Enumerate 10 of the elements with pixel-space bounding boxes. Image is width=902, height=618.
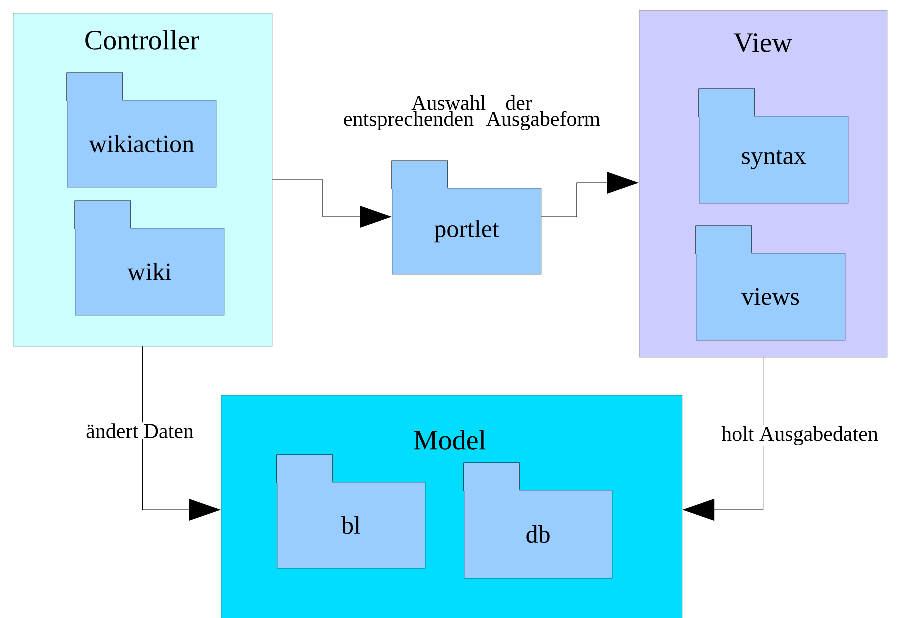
note-text: Auswahl der entsprechenden Ausgabeform — [344, 95, 600, 131]
folder-box: syntax — [698, 88, 849, 204]
edge-label: ändert Daten — [85, 422, 195, 440]
edge-label: holt Ausgabedaten — [720, 425, 880, 447]
folder-box: portlet — [392, 160, 542, 275]
folder-box: wiki — [74, 200, 225, 316]
folder-box: wikiaction — [66, 72, 217, 188]
folder-box: views — [696, 226, 846, 341]
folder-box: bl — [276, 454, 426, 569]
folder-box: db — [464, 462, 613, 579]
